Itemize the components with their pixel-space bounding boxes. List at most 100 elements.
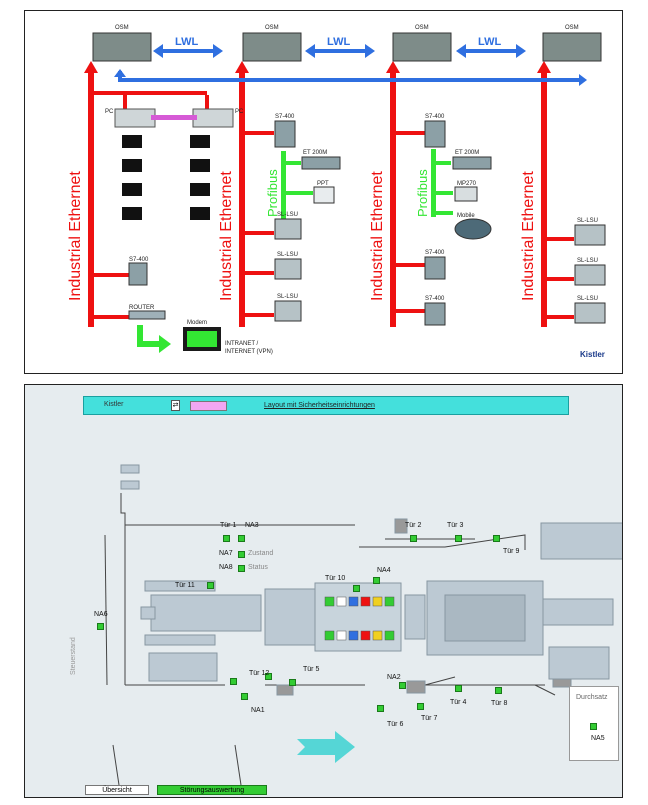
machine-layout — [104, 464, 622, 786]
fault-analysis-button[interactable]: Störungsauswertung — [157, 785, 267, 795]
indicator-tuer7[interactable] — [417, 703, 424, 710]
osm-label-2: OSM — [265, 25, 279, 31]
osm-label-3: OSM — [415, 25, 429, 31]
indicator-tuer4[interactable] — [455, 685, 462, 692]
legend-box: Durchsatz NA5 — [569, 686, 619, 761]
indicator-tuer11[interactable] — [207, 582, 214, 589]
label-zustand: Zustand — [248, 550, 274, 557]
indicator-tuer12b[interactable] — [265, 673, 272, 680]
header-brand: Kistler — [104, 401, 124, 408]
col3-s7c-label: S7-400 — [425, 296, 445, 302]
swap-icon[interactable]: ⇄ — [171, 400, 180, 411]
indicator-tuer3[interactable] — [455, 535, 462, 542]
col2-sl-label-3: SL-LSU — [277, 294, 298, 300]
ie-label-2: Industrial Ethernet — [218, 171, 235, 301]
indicator-tuer8[interactable] — [495, 687, 502, 694]
col4-sl-label-1: SL-LSU — [577, 218, 598, 224]
label-tuer6: Tür 6 — [387, 721, 404, 728]
indicator-tuer12a[interactable] — [230, 678, 237, 685]
col3-mp-label: MP270 — [457, 181, 477, 187]
pc-stations — [114, 108, 234, 351]
ie-label-4: Industrial Ethernet — [520, 171, 537, 301]
label-tuer12: Tür 12 — [249, 670, 270, 677]
industrial-ethernet-lines — [84, 61, 574, 327]
col1-s7-label: S7-400 — [129, 257, 149, 263]
label-tuer2: Tür 2 — [405, 522, 422, 529]
indicator-tuer1[interactable] — [223, 535, 230, 542]
label-tuer4: Tür 4 — [450, 699, 467, 706]
indicator-na2[interactable] — [399, 682, 406, 689]
indicator-na3[interactable] — [238, 535, 245, 542]
label-na7: NA7 — [219, 550, 233, 557]
label-tuer7: Tür 7 — [421, 715, 438, 722]
col4-sl-label-2: SL-LSU — [577, 258, 598, 264]
lwl-label-1: LWL — [175, 36, 198, 48]
indicator-na1[interactable] — [241, 693, 248, 700]
ie-label-3: Industrial Ethernet — [369, 171, 386, 301]
small-labels: OSM OSM OSM OSM PC PC S7-400 ROUTER Mode… — [105, 25, 598, 355]
indicator-tuer6[interactable] — [377, 705, 384, 712]
indicator-na4[interactable] — [373, 577, 380, 584]
fence-lines — [104, 493, 556, 786]
flow-arrow — [297, 731, 355, 763]
label-na5: NA5 — [591, 735, 605, 742]
signal-lights — [324, 596, 395, 641]
indicator-na8[interactable] — [238, 565, 245, 572]
label-tuer3: Tür 3 — [447, 522, 464, 529]
hmi-header-bar: Kistler ⇄ Layout mit Sicherheitseinricht… — [83, 396, 569, 415]
col2-sl-label-2: SL-LSU — [277, 252, 298, 258]
col3-s7b-label: S7-400 — [425, 250, 445, 256]
label-na6: NA6 — [94, 611, 108, 618]
intranet-label: INTRANET / — [225, 341, 259, 347]
indicator-na7[interactable] — [238, 551, 245, 558]
label-na4: NA4 — [377, 567, 391, 574]
backbone-lines — [114, 44, 587, 86]
ie-label-1: Industrial Ethernet — [67, 171, 84, 301]
layout-title-link[interactable]: Layout mit Sicherheitseinrichtungen — [264, 402, 375, 409]
intranet-label-2: INTERNET (VPN) — [225, 349, 273, 355]
indicator-na6[interactable] — [97, 623, 104, 630]
indicator-na5[interactable] — [590, 723, 597, 730]
pc-label-2: PC — [235, 109, 244, 115]
label-na8: NA8 — [219, 564, 233, 571]
kistler-logo: Kistler — [580, 350, 605, 359]
col2-ppt-label: PPT — [317, 181, 329, 187]
label-na2: NA2 — [387, 674, 401, 681]
col2-et-label: ET 200M — [303, 150, 327, 156]
col2-devices — [274, 120, 341, 322]
label-na3: NA3 — [245, 522, 259, 529]
col4-sl-label-3: SL-LSU — [577, 296, 598, 302]
profibus-label-1: Profibus — [265, 169, 280, 217]
col3-devices — [424, 120, 492, 326]
indicator-tuer2[interactable] — [410, 535, 417, 542]
indicator-tuer5[interactable] — [289, 679, 296, 686]
profibus-lines — [281, 149, 453, 219]
col4-devices — [574, 224, 606, 324]
pc-label-1: PC — [105, 109, 114, 115]
network-diagram-panel: Industrial Ethernet Industrial Ethernet … — [24, 10, 623, 374]
industrial-ethernet-labels: Industrial Ethernet Industrial Ethernet … — [67, 171, 537, 301]
label-tuer5: Tür 5 — [303, 666, 320, 673]
router-label: ROUTER — [129, 305, 155, 311]
indicator-tuer9[interactable] — [493, 535, 500, 542]
label-tuer9: Tür 9 — [503, 548, 520, 555]
status-field[interactable] — [190, 401, 227, 411]
modem-arrow — [137, 325, 171, 353]
col3-et-label: ET 200M — [455, 150, 479, 156]
lwl-label-3: LWL — [478, 36, 501, 48]
profibus-labels: Profibus Profibus — [265, 169, 430, 217]
col3-s7-label: S7-400 — [425, 114, 445, 120]
label-status: Status — [248, 564, 268, 571]
overview-button[interactable]: Übersicht — [85, 785, 149, 795]
legend-title: Durchsatz — [576, 694, 608, 701]
label-na1: NA1 — [251, 707, 265, 714]
label-tuer10: Tür 10 — [325, 575, 346, 582]
osm-label-1: OSM — [115, 25, 129, 31]
label-tuer1: Tür 1 — [220, 522, 237, 529]
indicator-tuer10[interactable] — [353, 585, 360, 592]
hmi-layout-panel: Kistler ⇄ Layout mit Sicherheitseinricht… — [24, 384, 623, 798]
col2-s7-label: S7-400 — [275, 114, 295, 120]
col3-mobile-label: Mobile — [457, 213, 475, 219]
osm-label-4: OSM — [565, 25, 579, 31]
machine-bed — [120, 464, 622, 696]
